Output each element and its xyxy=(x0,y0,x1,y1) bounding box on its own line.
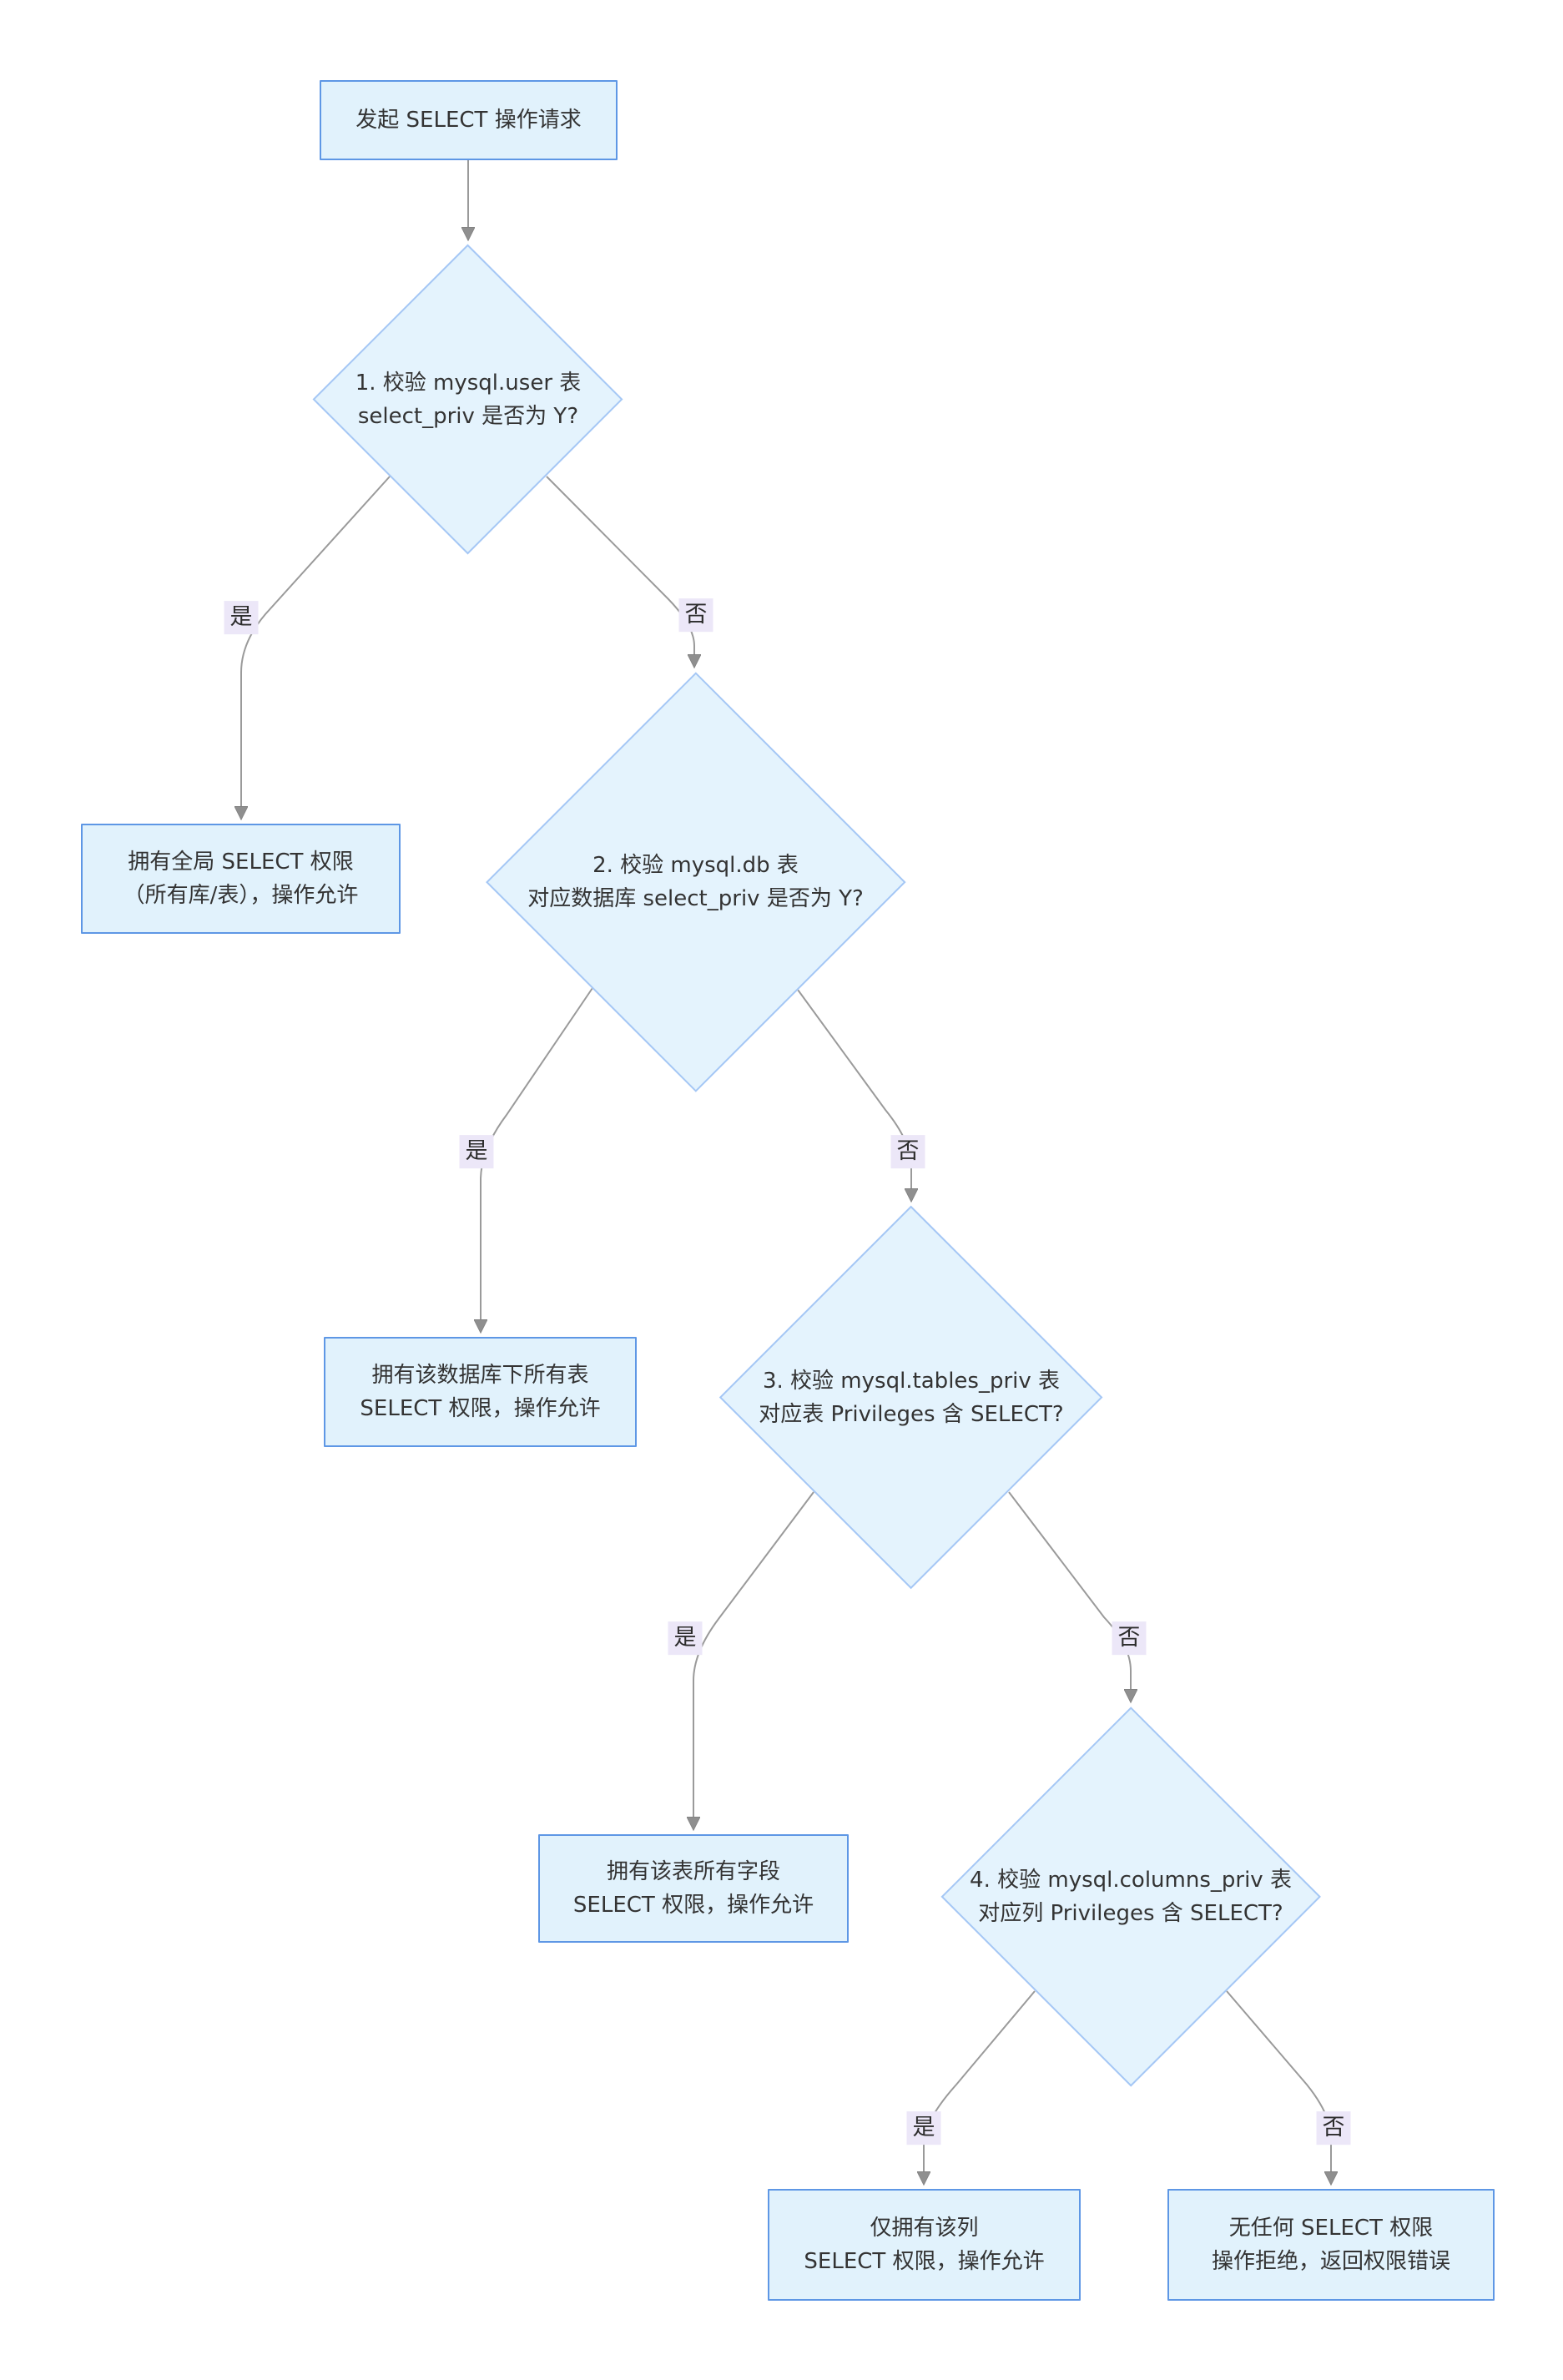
node-check-tables-line2: 对应表 Privileges 含 SELECT? xyxy=(759,1402,1064,1427)
node-check-user-line2: select_priv 是否为 Y? xyxy=(357,404,579,429)
node-check-columns: 4. 校验 mysql.columns_priv 表 对应列 Privilege… xyxy=(940,1706,1321,2087)
node-start-text: 发起 SELECT 操作请求 xyxy=(355,108,582,133)
node-check-columns-line2: 对应列 Privileges 含 SELECT? xyxy=(978,1901,1283,1926)
node-allow-global: 拥有全局 SELECT 权限 （所有库/表），操作允许 xyxy=(81,824,401,934)
node-deny: 无任何 SELECT 权限 操作拒绝，返回权限错误 xyxy=(1167,2189,1495,2301)
node-check-user-line1: 1. 校验 mysql.user 表 xyxy=(355,371,582,396)
node-check-columns-line1: 4. 校验 mysql.columns_priv 表 xyxy=(970,1868,1292,1893)
node-allow-table-line2: SELECT 权限，操作允许 xyxy=(572,1893,814,1918)
node-allow-global-line2: （所有库/表），操作允许 xyxy=(123,883,359,908)
edge-label-no-2: 否 xyxy=(890,1135,925,1168)
node-check-tables-line1: 3. 校验 mysql.tables_priv 表 xyxy=(762,1369,1061,1394)
node-start: 发起 SELECT 操作请求 xyxy=(320,80,618,160)
edge-label-no-1: 否 xyxy=(678,598,713,632)
edge-label-yes-4: 是 xyxy=(906,2111,941,2145)
node-allow-db-line2: SELECT 权限，操作允许 xyxy=(360,1396,601,1421)
node-check-user: 1. 校验 mysql.user 表 select_priv 是否为 Y? xyxy=(312,244,623,555)
edge-label-yes-3: 是 xyxy=(668,1621,703,1655)
node-check-tables: 3. 校验 mysql.tables_priv 表 对应表 Privileges… xyxy=(718,1205,1103,1590)
node-deny-line1: 无任何 SELECT 权限 xyxy=(1228,2216,1434,2241)
node-allow-column-line2: SELECT 权限，操作允许 xyxy=(804,2249,1045,2274)
node-allow-table: 拥有该表所有字段 SELECT 权限，操作允许 xyxy=(538,1834,849,1943)
node-allow-table-line1: 拥有该表所有字段 xyxy=(606,1859,780,1884)
node-check-db: 2. 校验 mysql.db 表 对应数据库 select_priv 是否为 Y… xyxy=(485,671,905,1092)
edge-label-no-4: 否 xyxy=(1316,2111,1351,2145)
edge-label-no-3: 否 xyxy=(1112,1621,1147,1655)
node-check-db-line1: 2. 校验 mysql.db 表 xyxy=(592,852,799,878)
node-deny-line2: 操作拒绝，返回权限错误 xyxy=(1211,2249,1450,2274)
node-allow-column: 仅拥有该列 SELECT 权限，操作允许 xyxy=(768,2189,1081,2301)
node-allow-db: 拥有该数据库下所有表 SELECT 权限，操作允许 xyxy=(324,1337,637,1447)
node-allow-column-line1: 仅拥有该列 xyxy=(870,2216,979,2241)
node-allow-global-line1: 拥有全局 SELECT 权限 xyxy=(128,850,354,875)
edge-label-yes-2: 是 xyxy=(459,1135,494,1168)
node-allow-db-line1: 拥有该数据库下所有表 xyxy=(371,1363,589,1388)
node-check-db-line2: 对应数据库 select_priv 是否为 Y? xyxy=(527,885,864,911)
edge-label-yes-1: 是 xyxy=(224,601,259,634)
